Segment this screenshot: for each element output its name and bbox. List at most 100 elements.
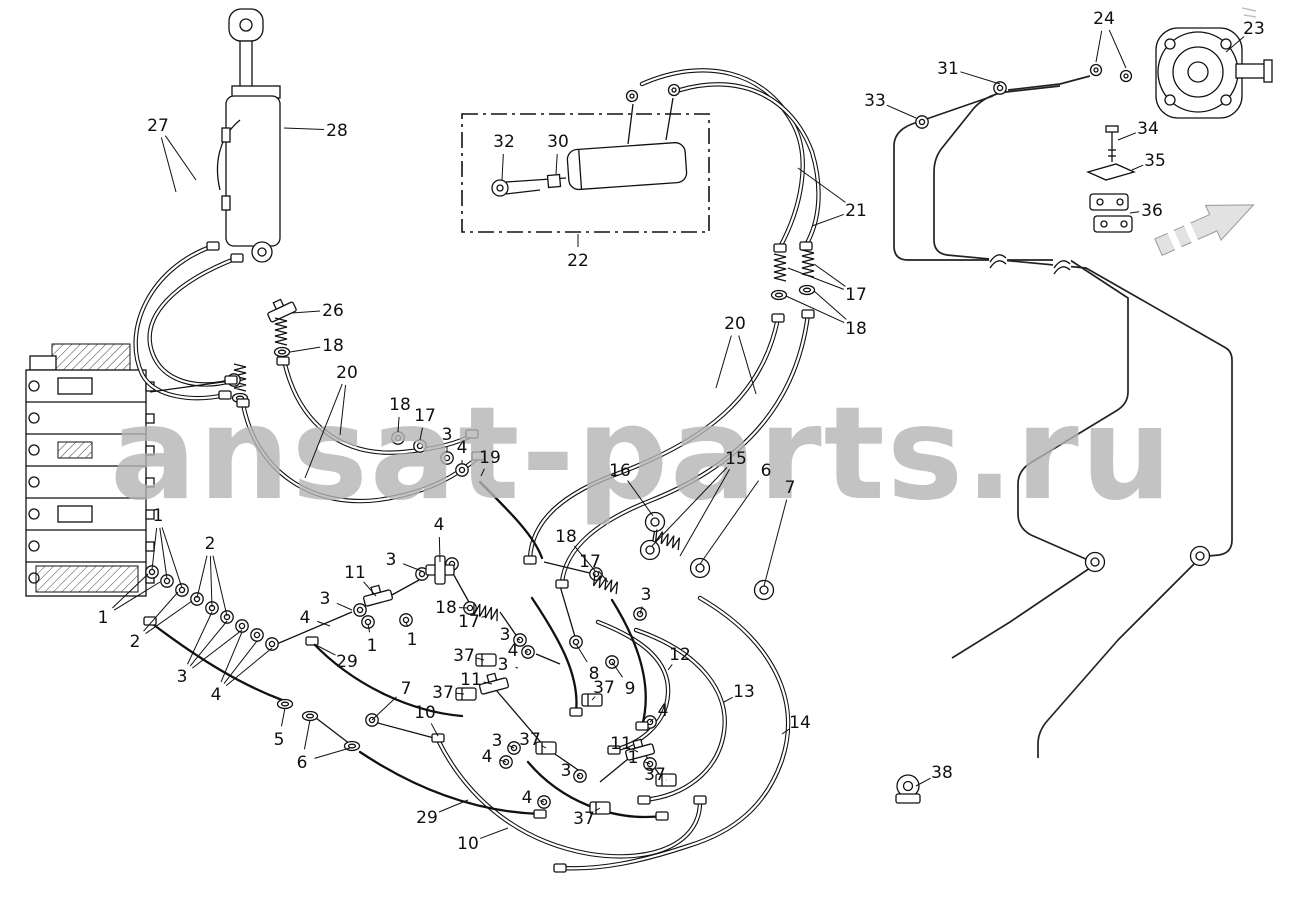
- part-label-4: 4: [508, 641, 519, 661]
- part-label-6: 6: [761, 461, 772, 481]
- direction-arrow-icon: [1154, 204, 1255, 257]
- leader-line: [304, 383, 343, 479]
- leader-line: [781, 728, 790, 735]
- leader-line: [649, 718, 654, 723]
- leader-line: [479, 827, 509, 839]
- hose-clamp-38: [895, 774, 921, 804]
- part-label-4: 4: [658, 701, 669, 721]
- leader-line: [476, 657, 485, 661]
- leader-line: [223, 640, 258, 685]
- leader-line: [627, 480, 654, 517]
- leader-line: [113, 581, 161, 611]
- leader-line: [785, 295, 845, 324]
- part-label-4: 4: [522, 788, 533, 808]
- part-label-7: 7: [785, 478, 796, 498]
- leader-line: [679, 469, 730, 557]
- leader-line: [1131, 164, 1144, 171]
- leader-line: [715, 335, 732, 389]
- part-label-38: 38: [931, 763, 953, 783]
- part-label-4: 4: [211, 685, 222, 705]
- part-label-4: 4: [457, 438, 468, 458]
- part-label-3: 3: [492, 731, 503, 751]
- leader-line: [405, 621, 409, 627]
- part-label-2: 2: [130, 632, 141, 652]
- part-label-10: 10: [457, 834, 479, 854]
- leader-line: [280, 707, 286, 727]
- part-label-22: 22: [567, 251, 589, 271]
- leader-line: [516, 638, 521, 641]
- part-label-17: 17: [579, 552, 601, 572]
- leader-line: [187, 611, 213, 665]
- part-label-37: 37: [644, 765, 666, 785]
- leader-line: [430, 723, 439, 737]
- part-label-18: 18: [845, 319, 867, 339]
- part-label-5: 5: [274, 730, 285, 750]
- part-label-1: 1: [98, 608, 109, 628]
- leader-line: [303, 719, 311, 750]
- leader-line: [402, 563, 425, 573]
- leader-line: [339, 384, 347, 436]
- leader-line: [915, 777, 931, 787]
- leader-line: [1095, 30, 1103, 63]
- leader-line: [160, 137, 177, 193]
- part-label-3: 3: [561, 761, 572, 781]
- leader-line: [336, 602, 353, 611]
- leader-line: [515, 666, 519, 669]
- leader-line: [651, 467, 728, 547]
- leader-line: [438, 536, 441, 563]
- steel-pipes-31-33: [893, 85, 1233, 758]
- part-label-26: 26: [322, 301, 344, 321]
- part-label-1: 1: [153, 506, 164, 526]
- part-label-29: 29: [336, 652, 358, 672]
- leader-line: [481, 615, 487, 618]
- leader-line: [797, 167, 846, 203]
- part-label-1: 1: [407, 630, 418, 650]
- leader-line: [787, 267, 845, 290]
- leader-line: [189, 620, 228, 667]
- part-label-16: 16: [609, 461, 631, 481]
- leader-line: [483, 681, 493, 685]
- part-label-24: 24: [1093, 9, 1115, 29]
- leader-line: [886, 104, 917, 119]
- part-label-13: 13: [733, 682, 755, 702]
- part-label-14: 14: [789, 713, 811, 733]
- part-label-18: 18: [322, 336, 344, 356]
- part-label-20: 20: [724, 314, 746, 334]
- part-label-11: 11: [460, 670, 482, 690]
- part-label-37: 37: [593, 678, 615, 698]
- leader-line: [480, 468, 485, 477]
- leader-line: [367, 623, 371, 633]
- part-label-35: 35: [1144, 151, 1166, 171]
- leader-line: [1117, 132, 1137, 141]
- part-label-32: 32: [493, 132, 515, 152]
- part-label-9: 9: [625, 679, 636, 699]
- part-label-18: 18: [435, 598, 457, 618]
- corner-watermark: [1241, 7, 1257, 18]
- leader-line: [363, 581, 377, 597]
- part-label-17: 17: [845, 285, 867, 305]
- part-label-3: 3: [500, 625, 511, 645]
- leader-line: [501, 153, 504, 181]
- part-label-1: 1: [628, 748, 639, 768]
- leader-line: [598, 570, 609, 583]
- leader-line: [813, 290, 847, 320]
- part-label-4: 4: [434, 515, 445, 535]
- part-label-17: 17: [458, 612, 480, 632]
- leader-line: [212, 555, 228, 617]
- leader-line: [541, 744, 547, 749]
- pipe-clamp-parts: [1086, 125, 1136, 233]
- part-label-12: 12: [669, 645, 691, 665]
- part-label-3: 3: [386, 550, 397, 570]
- part-label-18: 18: [389, 395, 411, 415]
- leader-line: [397, 416, 400, 433]
- leader-line: [291, 310, 321, 314]
- leader-line: [508, 745, 515, 749]
- part-label-11: 11: [610, 734, 632, 754]
- leader-line: [112, 573, 149, 609]
- leader-line: [555, 153, 558, 175]
- part-label-34: 34: [1137, 119, 1159, 139]
- leader-line: [591, 696, 596, 701]
